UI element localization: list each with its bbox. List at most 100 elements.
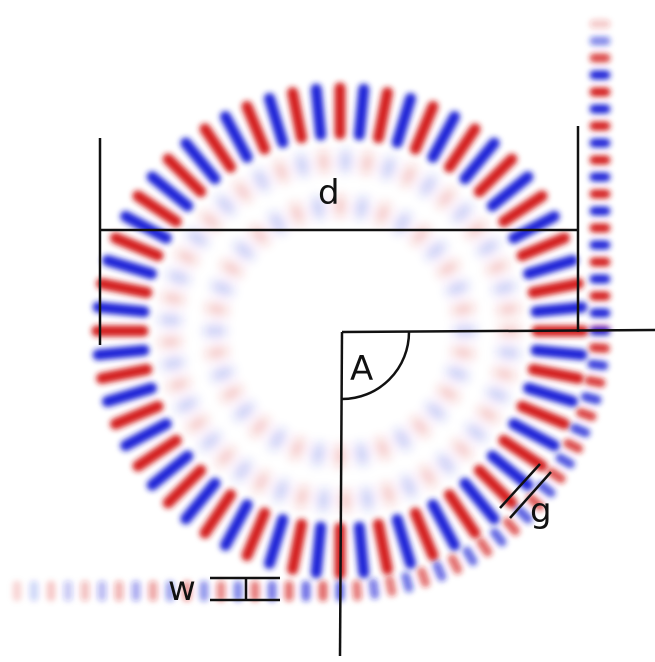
interior-ripple-lobe (341, 150, 350, 172)
interior-ripple-lobe (425, 241, 446, 261)
interior-ripple-lobe (216, 195, 236, 216)
interior-ripple-lobe (410, 416, 430, 437)
angle-ray-horizontal (341, 328, 655, 334)
annotations (98, 126, 655, 657)
interior-ripple-lobe (274, 479, 289, 502)
interior-ripple-lobe (425, 401, 446, 421)
ring-field-lobe (180, 137, 221, 185)
interior-ripple-lobe (318, 151, 329, 173)
bus-field-lobe (588, 343, 610, 353)
ring-field-lobe (109, 232, 164, 262)
ring-field-lobe (443, 123, 481, 173)
bus-field-lobe (432, 561, 447, 582)
bus-field-lobe (584, 376, 606, 388)
ring-field-lobe (287, 518, 308, 575)
interior-ripple-lobe (211, 366, 234, 381)
interior-ripple-lobe (216, 446, 236, 467)
interior-ripple-lobe (486, 259, 509, 275)
interior-ripple-lobe (498, 347, 520, 358)
interior-ripple-lobe (176, 396, 198, 413)
ring-field-lobe (427, 111, 461, 163)
interior-ripple-lobe (234, 401, 255, 421)
ring-field-lobe (391, 92, 417, 148)
bus-waveguide-field-pattern (12, 19, 611, 602)
ring-field-lobe (120, 418, 172, 452)
interior-ripple-lobe (452, 347, 474, 359)
ring-field-lobe (353, 521, 370, 579)
ring-field-lobe (473, 153, 518, 198)
ring-field-lobe (372, 518, 393, 575)
ring-field-lobe (353, 83, 370, 141)
interior-ripple-lobe (274, 160, 289, 183)
interior-ripple-lobe (211, 281, 234, 296)
ring-field-lobe (508, 418, 560, 452)
interior-ripple-lobe (381, 157, 396, 179)
ring-field-lobe (219, 499, 253, 551)
ring-field-lobe (523, 254, 579, 280)
ring-field-lobe (459, 477, 500, 525)
interior-ripple-lobe (160, 337, 181, 347)
interior-ripple-lobe (394, 428, 411, 450)
bus-field-lobe (368, 578, 380, 600)
interior-ripple-lobe (290, 202, 305, 225)
bus-field-lobe (385, 575, 397, 597)
ring-field-lobe (180, 477, 221, 525)
bus-field-lobe (526, 493, 545, 511)
interior-ripple-lobe (253, 169, 270, 191)
interior-ripple-lobe (465, 423, 487, 442)
interior-ripple-lobe (296, 154, 309, 176)
interior-ripple-lobe (381, 483, 396, 505)
interior-ripple-lobe (186, 229, 209, 248)
ring-field-lobe (120, 210, 172, 244)
interior-ripple-lobe (176, 249, 198, 266)
ring-field-lobe (101, 382, 157, 408)
ring-field-lobe (263, 514, 289, 570)
ring-field-lobe (146, 171, 194, 212)
ring-field-lobe (516, 232, 571, 262)
ring-field-lobe (527, 278, 584, 299)
gap-line-1 (499, 463, 541, 509)
bus-field-lobe (537, 481, 556, 498)
interior-ripple-lobe (167, 270, 190, 285)
ring-field-lobe (199, 489, 237, 539)
ring-field-lobe (508, 210, 560, 244)
bus-field-lobe (570, 423, 591, 438)
interior-ripple-lobe (375, 437, 390, 460)
interior-ripple-lobe (452, 303, 474, 315)
ring-field-lobe (391, 514, 417, 570)
ring-field-lobe (443, 489, 481, 539)
interior-ripple-lobe (250, 416, 270, 437)
angle-arc (341, 331, 411, 401)
bus-field-lobe (490, 528, 507, 547)
ring-field-lobe (409, 100, 439, 155)
interior-ripple-lobe (419, 175, 437, 197)
interior-ripple-lobe (269, 428, 286, 450)
ring-field-lobe (473, 464, 518, 509)
ring-field-lobe (96, 278, 153, 299)
ring-field-lobe (372, 87, 393, 144)
ring-field-lobe (92, 344, 150, 361)
interior-ripple-lobe (233, 459, 252, 481)
bus-field-lobe (462, 546, 478, 566)
interior-ripple-lobe (477, 239, 499, 256)
interior-ripple-lobe (401, 475, 417, 498)
interior-ripple-lobe (206, 347, 228, 359)
interior-ripple-lobe (446, 366, 469, 381)
ring-field-lobe (219, 111, 253, 163)
interior-ripple-lobe (162, 292, 184, 305)
bus-field-lobe (576, 408, 597, 422)
ring-field-lobe (498, 434, 548, 472)
ring-field-lobe (199, 123, 237, 173)
interior-ripple-lobe (356, 197, 368, 219)
bus-field-lobe (417, 567, 431, 588)
interior-ripple-lobe (290, 437, 305, 460)
interior-ripple-lobe (446, 281, 469, 296)
interior-ripple-lobe (269, 212, 286, 234)
interior-ripple-lobe (477, 406, 499, 423)
interior-ripple-lobe (186, 414, 209, 433)
ring-field-lobe (96, 363, 153, 384)
interior-ripple-lobe (361, 488, 373, 510)
bus-field-lobe (401, 571, 414, 593)
interior-ripple-lobe (394, 212, 411, 234)
interior-ripple-lobe (452, 439, 473, 460)
